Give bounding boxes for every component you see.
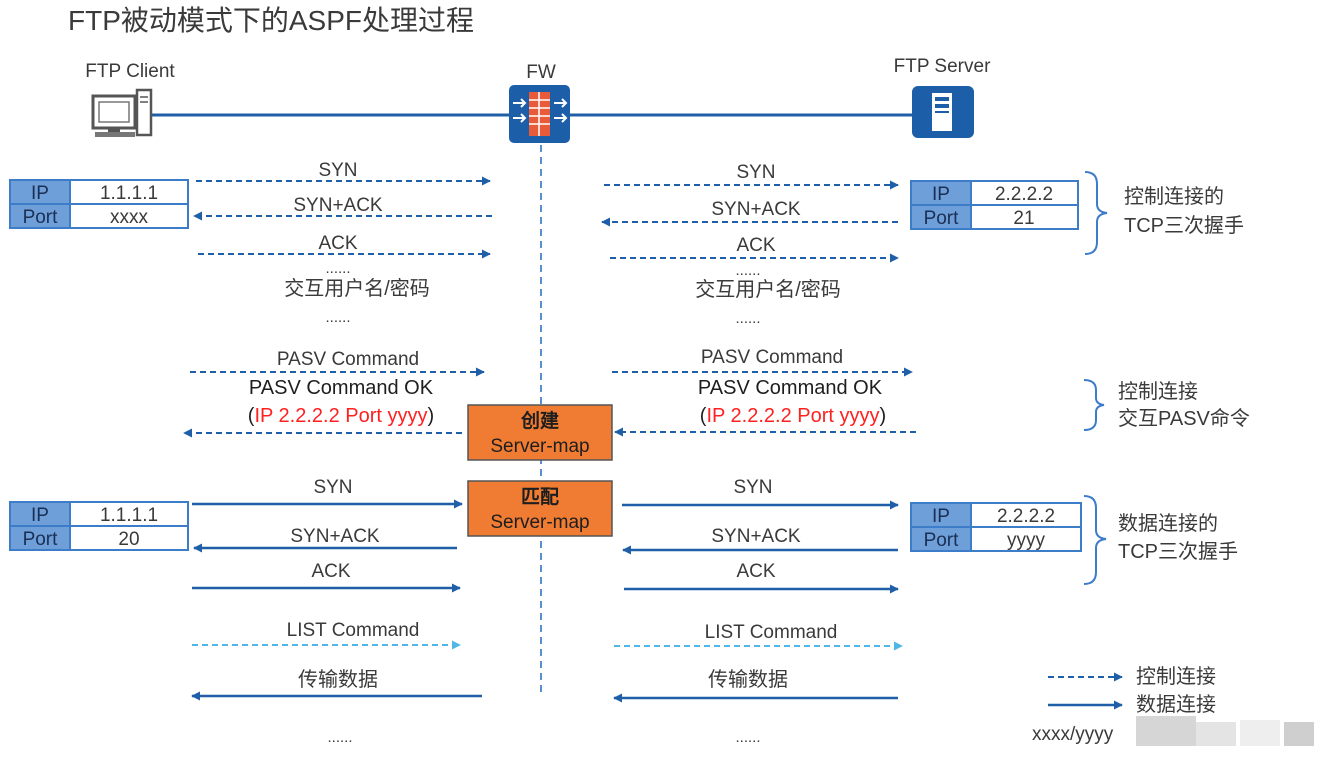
msg-auth-label: 交互用户名/密码 (284, 277, 430, 300)
create-servermap-box: 创建 Server-map (467, 404, 613, 461)
dots: ...... (325, 260, 350, 277)
paren: ( (700, 405, 707, 427)
server-ctrl-ip: 2.2.2.2 (995, 184, 1053, 205)
legend-data-label: 数据连接 (1136, 693, 1216, 716)
msg-list-label: LIST Command (287, 620, 420, 641)
msg-ack-label: ACK (736, 235, 775, 256)
client-ctrl-ip: 1.1.1.1 (100, 183, 158, 204)
pasv-ok-detail-right: (IP 2.2.2.2 Port yyyy) (700, 405, 886, 427)
ip-label: IP (932, 506, 950, 527)
msg-syn-label: SYN (736, 162, 775, 183)
dots: ...... (735, 310, 760, 327)
ip-label: IP (31, 505, 49, 526)
msg-syn-label: SYN (318, 160, 357, 181)
ip-label: IP (31, 183, 49, 204)
brace-data-handshake (1083, 495, 1107, 585)
server-data-port: yyyy (1007, 530, 1046, 551)
msg-transfer-label: 传输数据 (708, 668, 788, 691)
phase-data-handshake-line1: 数据连接的 (1118, 512, 1218, 535)
paren: ) (880, 405, 887, 427)
match-label: 匹配 (521, 486, 559, 508)
client-data-box: IP Port 1.1.1.1 20 (9, 501, 189, 551)
msg-pasv-ok-label: PASV Command OK (249, 377, 434, 399)
page-title: FTP被动模式下的ASPF处理过程 (68, 5, 474, 36)
servermap-label: Server-map (490, 512, 589, 533)
msg-synack-label: SYN+ACK (293, 195, 383, 216)
pasv-ok-detail-left: (IP 2.2.2.2 Port yyyy) (248, 405, 434, 427)
server-ctrl-port: 21 (1013, 208, 1034, 229)
pasv-ip-port: IP 2.2.2.2 Port yyyy (706, 405, 879, 427)
legend-ports-label: xxxx/yyyy (1032, 724, 1114, 745)
server-icon (912, 86, 974, 138)
create-label: 创建 (520, 409, 559, 432)
msg-syn-label: SYN (733, 477, 772, 498)
computer-icon (91, 88, 153, 137)
client-label: FTP Client (85, 61, 175, 82)
dots: ...... (327, 729, 352, 746)
msg-list-label: LIST Command (705, 622, 838, 643)
phase-data-handshake-line2: TCP三次握手 (1118, 540, 1238, 563)
brace-ctrl-pasv (1083, 379, 1105, 431)
msg-ack-label: ACK (318, 233, 357, 254)
msg-pasv-ok-label: PASV Command OK (698, 377, 883, 399)
msg-pasv-label: PASV Command (277, 349, 419, 370)
client-data-ip: 1.1.1.1 (100, 505, 158, 526)
watermark-blur (1136, 716, 1314, 746)
legend-ctrl-label: 控制连接 (1136, 665, 1216, 688)
msg-syn-label: SYN (313, 477, 352, 498)
dots: ...... (325, 309, 350, 326)
phase-ctrl-pasv-line1: 控制连接 (1118, 380, 1198, 403)
firewall-icon (509, 85, 570, 143)
client-data-port: 20 (118, 529, 139, 550)
paren: ) (428, 405, 435, 427)
ip-label: IP (932, 184, 950, 205)
phase-ctrl-handshake-line1: 控制连接的 (1124, 185, 1224, 208)
port-label: Port (924, 208, 960, 229)
port-label: Port (23, 529, 59, 550)
port-label: Port (23, 207, 59, 228)
pasv-ip-port: IP 2.2.2.2 Port yyyy (254, 405, 427, 427)
server-ctrl-box: IP Port 2.2.2.2 21 (910, 180, 1079, 230)
client-ctrl-box: IP Port 1.1.1.1 xxxx (9, 179, 189, 229)
phase-ctrl-handshake-line2: TCP三次握手 (1124, 214, 1244, 237)
fw-label: FW (526, 62, 556, 83)
servermap-label: Server-map (490, 436, 589, 457)
msg-auth-label: 交互用户名/密码 (695, 278, 841, 301)
msg-synack-label: SYN+ACK (711, 526, 801, 547)
msg-ack-label: ACK (736, 561, 775, 582)
msg-ack-label: ACK (311, 561, 350, 582)
server-data-ip: 2.2.2.2 (997, 506, 1055, 527)
msg-synack-label: SYN+ACK (711, 199, 801, 220)
match-servermap-box: 匹配 Server-map (467, 480, 613, 537)
client-ctrl-port: xxxx (110, 207, 149, 228)
port-label: Port (924, 530, 960, 551)
msg-synack-label: SYN+ACK (290, 526, 380, 547)
paren: ( (248, 405, 255, 427)
server-label: FTP Server (894, 56, 991, 77)
msg-pasv-label: PASV Command (701, 347, 843, 368)
server-data-box: IP Port 2.2.2.2 yyyy (910, 502, 1082, 552)
dots: ...... (735, 262, 760, 279)
phase-ctrl-pasv-line2: 交互PASV命令 (1118, 407, 1250, 430)
brace-ctrl-handshake (1084, 171, 1108, 255)
dots: ...... (735, 729, 760, 746)
msg-transfer-label: 传输数据 (298, 668, 378, 691)
